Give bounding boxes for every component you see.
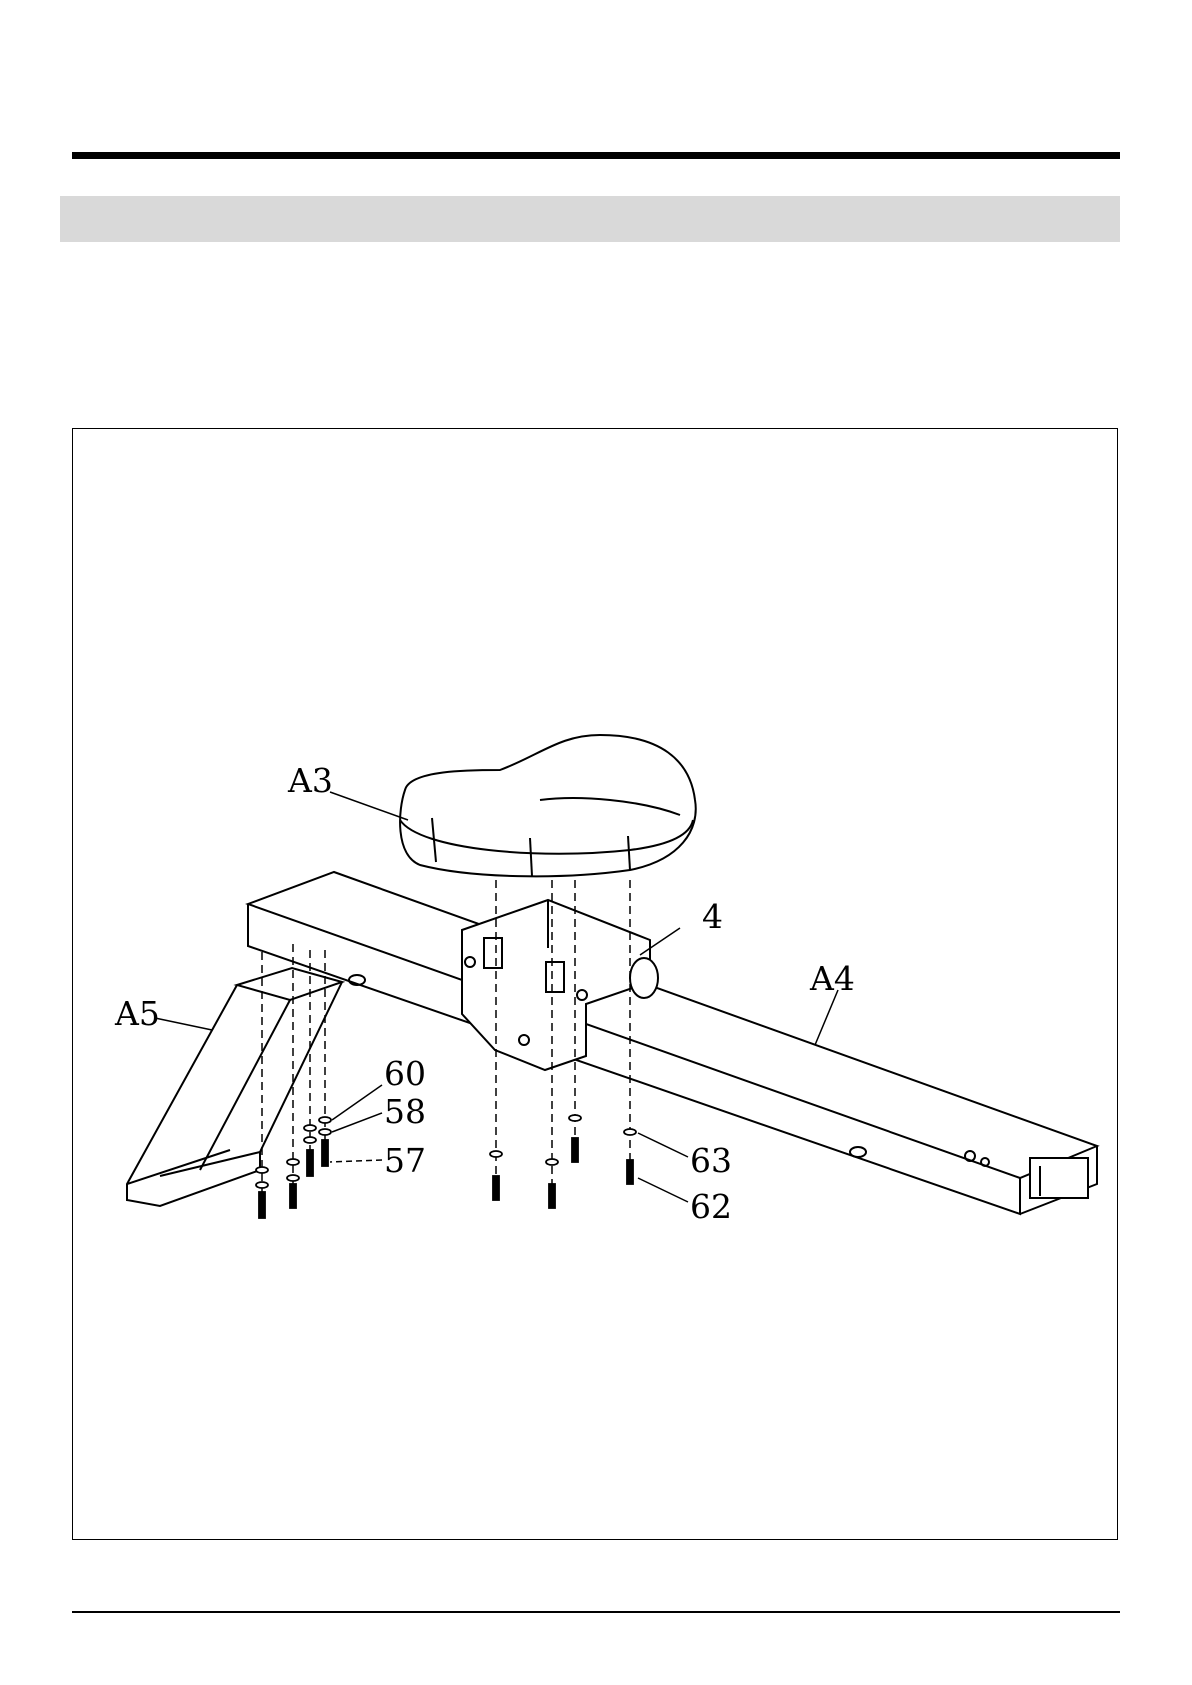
callout-62: 62: [690, 1187, 732, 1226]
callout-60: 60: [384, 1054, 426, 1093]
leader-63: [638, 1133, 688, 1157]
leader-60: [332, 1085, 382, 1120]
callout-4: 4: [702, 897, 723, 936]
callout-57: 57: [384, 1141, 426, 1180]
callout-a3: A3: [287, 761, 333, 800]
footer-rule: [72, 1611, 1120, 1613]
callout-63: 63: [690, 1141, 732, 1180]
leader-62: [638, 1178, 688, 1202]
leader-a4: [815, 990, 838, 1045]
fasteners: [256, 1115, 636, 1218]
seat-a3: [400, 735, 696, 876]
leader-58: [332, 1113, 382, 1132]
leader-a3: [330, 792, 408, 820]
slide-carriage-4: [462, 900, 658, 1070]
callout-a4: A4: [809, 959, 855, 998]
rail-a4: [248, 872, 1097, 1214]
leader-a5: [155, 1018, 212, 1030]
callout-a5: A5: [114, 994, 160, 1033]
leader-57: [330, 1160, 382, 1162]
callout-58: 58: [384, 1092, 426, 1131]
